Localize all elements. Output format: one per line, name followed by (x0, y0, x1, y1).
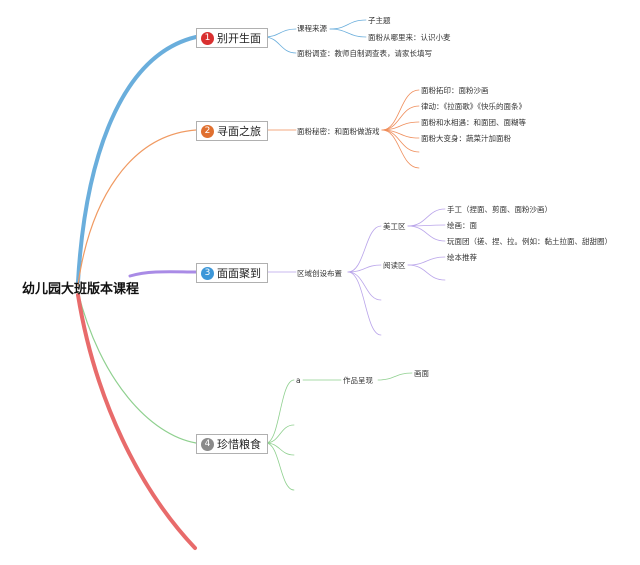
topic-drawing[interactable]: 绘画：面 (447, 221, 477, 230)
branch-2-link (77, 129, 197, 286)
link-b3-0 (347, 225, 382, 273)
link-b3-1 (347, 264, 382, 273)
branch-3-label: 面面聚到 (217, 267, 261, 280)
topic-picture-books[interactable]: 绘本推荐 (447, 253, 477, 262)
topic-reading-area[interactable]: 阅读区 (383, 261, 406, 270)
topic-a[interactable]: a (296, 376, 301, 385)
branch-4-node[interactable]: 4 珍惜粮食 (196, 434, 268, 454)
topic-handcraft[interactable]: 手工（捏面、剪面、面粉沙画） (447, 205, 552, 214)
number-badge-4: 4 (201, 437, 214, 451)
branch-4-link (77, 291, 197, 444)
link-read-1 (407, 264, 446, 281)
link-subtopic (329, 19, 367, 30)
link-art-2 (407, 225, 446, 242)
branch-2-label: 寻面之旅 (217, 125, 261, 138)
topic-rhythm[interactable]: 律动：《拉面歌》《快乐的面条》 (421, 102, 526, 111)
link-survey (263, 36, 297, 54)
link-b4-3 (265, 442, 295, 491)
topic-survey[interactable]: 面粉调查：教师自制调查表，请家长填写 (297, 49, 432, 58)
topic-flour-secret[interactable]: 面粉秘密：和面粉做游戏 (297, 127, 380, 136)
number-badge-2: 2 (201, 124, 214, 138)
number-badge-3: 3 (201, 266, 214, 280)
link-b3-2 (347, 271, 382, 301)
link-b3-3 (347, 271, 382, 336)
link-b2-0 (381, 89, 420, 131)
link-wheat (329, 28, 367, 38)
topic-course-source[interactable]: 课程来源 (297, 24, 327, 33)
link-picture (377, 372, 413, 381)
link-b4-1 (265, 424, 295, 444)
branch-4-label: 珍惜粮食 (217, 438, 261, 451)
topic-flour-print[interactable]: 面粉拓印：面粉沙画 (421, 86, 489, 95)
link-course-source (263, 28, 297, 38)
topic-area-setup[interactable]: 区域创设布置 (297, 269, 342, 278)
topic-flour-transform[interactable]: 面粉大变身：蔬菜汁加面粉 (421, 134, 511, 143)
link-b4-2 (265, 442, 295, 456)
link-b2-5 (381, 129, 420, 169)
link-art-0 (407, 208, 446, 227)
link-b2-2 (381, 121, 420, 131)
topic-picture[interactable]: 画面 (414, 369, 429, 378)
link-b4-0 (265, 379, 295, 444)
topic-play-dough[interactable]: 玩面团（搓、捏、拉。例如：黏土拉面、甜甜圈） (447, 237, 612, 246)
branch-1-label: 别开生面 (217, 32, 261, 45)
link-b2-4 (381, 129, 420, 153)
number-badge-1: 1 (201, 31, 214, 45)
topic-flour-water[interactable]: 面粉和水相遇：和面团、面糊等 (421, 118, 526, 127)
topic-art-area[interactable]: 美工区 (383, 222, 406, 231)
branch-3-link (128, 270, 198, 278)
branch-1-node[interactable]: 1 别开生面 (196, 28, 268, 48)
link-read-0 (407, 256, 446, 266)
topic-subtopic[interactable]: 子主题 (368, 16, 391, 25)
topic-wheat[interactable]: 面粉从哪里来：认识小麦 (368, 33, 451, 42)
branch-2-node[interactable]: 2 寻面之旅 (196, 121, 268, 141)
link-b2-1 (381, 105, 420, 131)
root-topic[interactable]: 幼儿园大班版本课程 (22, 282, 140, 297)
branch-1-link (76, 35, 198, 284)
topic-work-display[interactable]: 作品呈现 (343, 376, 373, 385)
branch-3-node[interactable]: 3 面面聚到 (196, 263, 268, 283)
decor-red-link (76, 293, 197, 550)
